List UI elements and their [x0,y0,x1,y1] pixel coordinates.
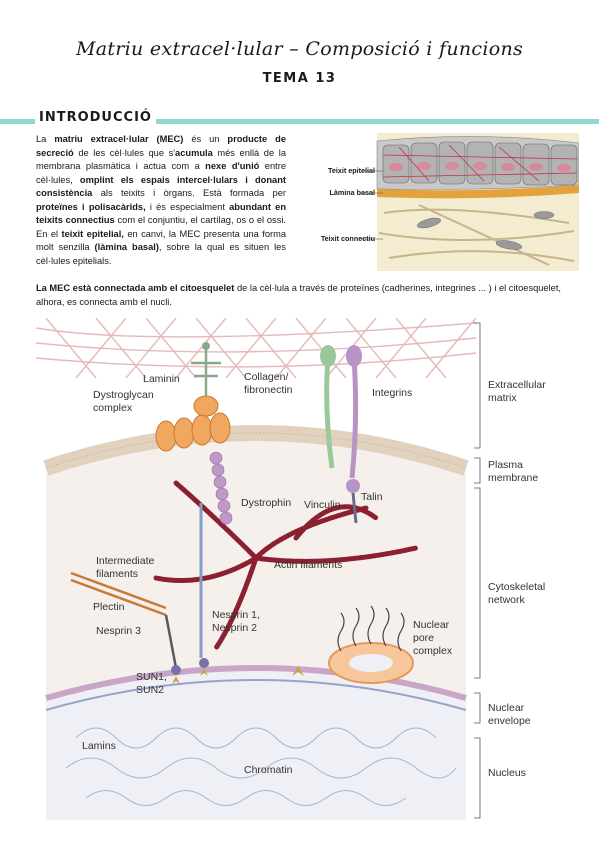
label-cytoskeletal: Cytoskeletal [488,581,545,593]
label-talin: Talin [361,491,383,503]
label-nesprin-2: Nesprin 2 [212,622,257,634]
label-nuclear-pore: Nuclear [413,619,450,631]
label-teixit-epitelial: Teixit epitelial [328,166,375,175]
label-sun2: SUN2 [136,684,164,696]
label-dystrophin: Dystrophin [241,497,291,509]
label-nesprin-3: Nesprin 3 [96,625,141,637]
label-membrane: membrane [488,472,538,484]
label-lamina-basal: Làmina basal [329,188,375,197]
label-plasma: Plasma [488,459,523,471]
section-heading: INTRODUCCIÓ [35,110,156,125]
label-chromatin: Chromatin [244,764,293,776]
label-teixit-connectiu: Teixit connectiu [321,234,375,243]
label-sun1: SUN1, [136,671,167,683]
label-vinculin: Vinculin [304,499,341,511]
page-subtitle: TEMA 13 [262,71,337,86]
label-envelope: envelope [488,715,531,727]
label-dystroglycan: Dystroglycan [93,389,154,401]
label-fibronectin: fibronectin [244,384,293,396]
label-integrins: Integrins [372,387,412,399]
label-nesprin-1: Nesprin 1, [212,609,260,621]
label-matrix: matrix [488,392,517,404]
label-filaments: filaments [96,568,138,580]
label-nuclear: Nuclear [488,702,525,714]
label-plectin: Plectin [93,601,125,613]
cell-adhesion-figure: Extracellular matrix Plasma membrane Cyt… [36,318,546,820]
label-network: network [488,594,526,606]
label-lamins: Lamins [82,740,116,752]
label-pore: pore [413,632,434,644]
label-extracellular: Extracellular [488,379,546,391]
label-complex: complex [93,402,133,414]
label-intermediate: Intermediate [96,555,155,567]
mec-connection-paragraph: La MEC està connectada amb el citoesquel… [36,283,562,307]
epithelium-figure: Teixit epitelial Làmina basal Teixit con… [321,133,579,271]
label-nucleus: Nucleus [488,767,526,779]
page-title: Matriu extracel·lular – Composició i fun… [75,38,524,60]
label-actin-filaments: Actin filaments [274,559,342,571]
label-pore-complex: complex [413,645,453,657]
section-divider [0,119,599,124]
intro-paragraph: La matriu extracel·lular (MEC) és un pro… [36,134,287,266]
label-laminin: Laminin [143,373,180,385]
label-collagen: Collagen/ [244,371,288,383]
